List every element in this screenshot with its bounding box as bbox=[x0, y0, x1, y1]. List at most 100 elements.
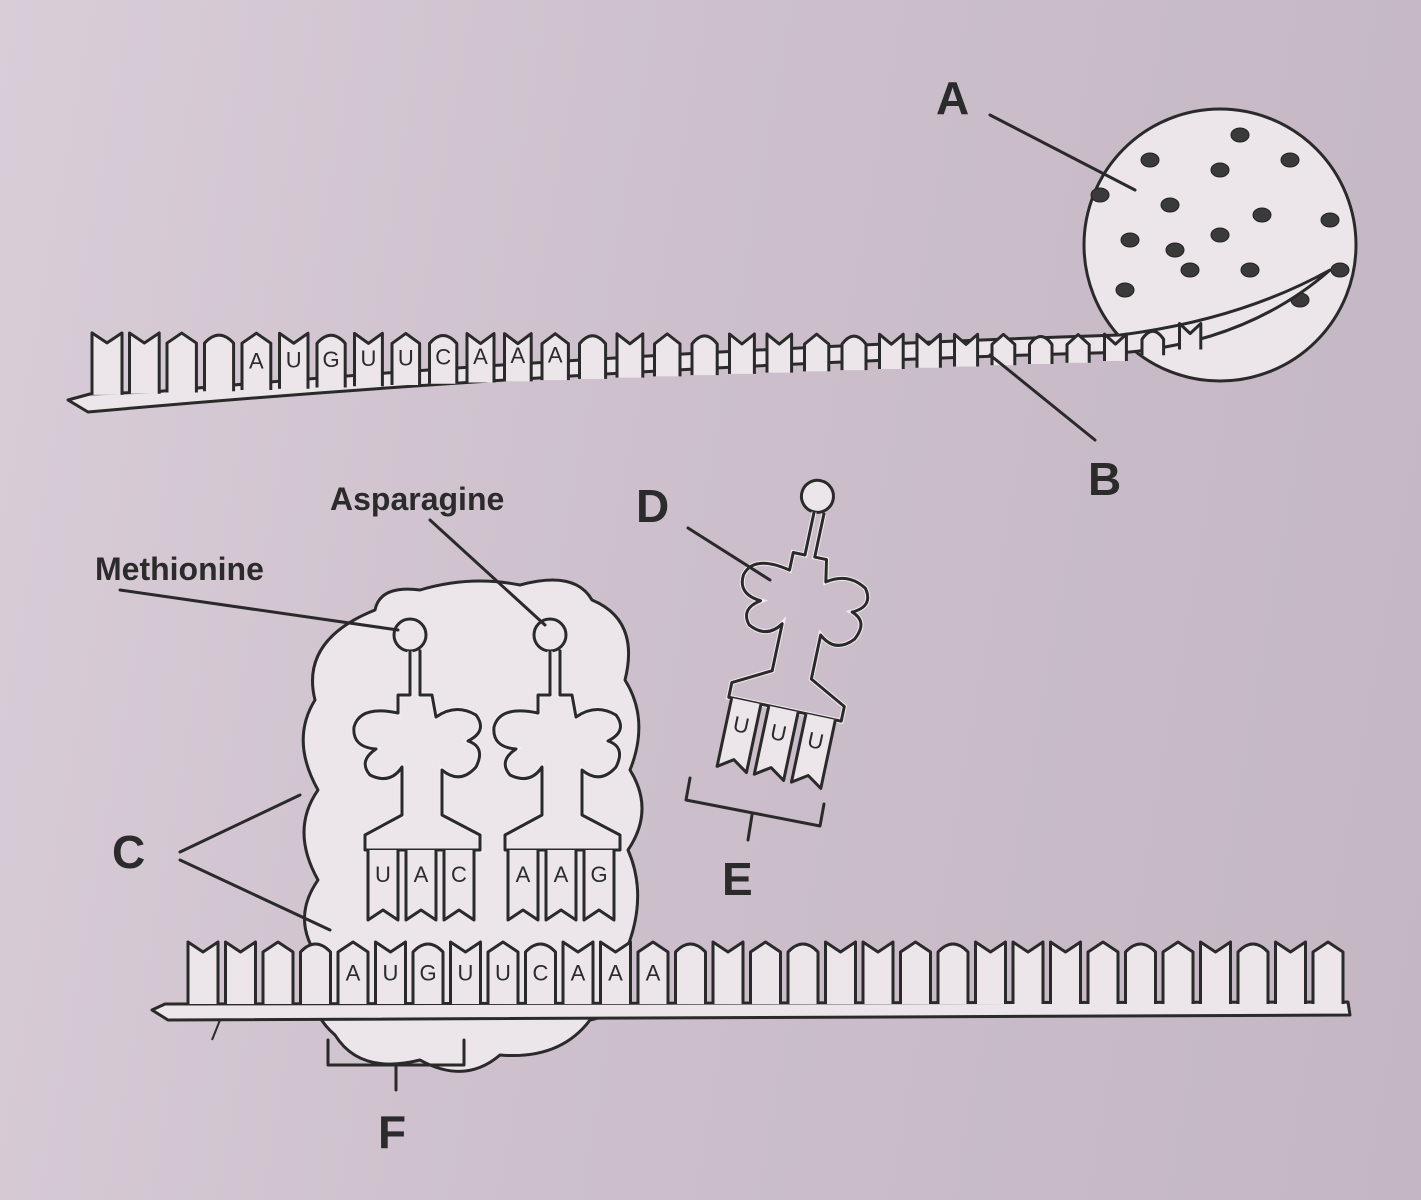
top-mrna-nucleotide bbox=[203, 333, 236, 392]
top-mrna-nucleotide bbox=[428, 334, 459, 384]
ribosome-spot bbox=[1252, 207, 1272, 223]
top-mrna-nucleotide bbox=[578, 334, 608, 379]
trna-left-anticodon-letter: C bbox=[451, 862, 467, 887]
bottom-mrna-nucleotide bbox=[1124, 942, 1157, 1004]
top-mrna-nucleotide bbox=[90, 331, 124, 395]
trna-left-anticodon-letter: U bbox=[375, 862, 391, 887]
top-mrna-nucleotide bbox=[653, 332, 682, 377]
bottom-mrna-nucleotide bbox=[1086, 940, 1120, 1004]
bottom-mrna-nucleotide bbox=[936, 942, 970, 1004]
top-mrna-base-letter: U bbox=[398, 345, 414, 370]
leader-c-lower bbox=[178, 858, 332, 932]
bottom-mrna-nucleotide bbox=[1274, 940, 1307, 1004]
top-mrna-nucleotide bbox=[1028, 335, 1054, 364]
top-mrna-nucleotide bbox=[878, 332, 905, 369]
ribosome-spot bbox=[1330, 262, 1350, 278]
bottom-mrna-nucleotide bbox=[486, 940, 520, 1004]
top-mrna-nucleotide bbox=[278, 331, 310, 389]
ribosome-spot bbox=[1210, 162, 1230, 178]
trna-free-anticodon-letter: U bbox=[731, 711, 752, 739]
trna-free-anticodon-letter: U bbox=[805, 727, 826, 755]
bottom-mrna-nucleotide bbox=[899, 940, 932, 1004]
trna-free-anticodon-tab bbox=[752, 705, 800, 782]
top-mrna-nucleotide bbox=[315, 333, 347, 388]
top-mrna-nucleotide bbox=[765, 332, 794, 373]
ribosome-a bbox=[1082, 107, 1358, 383]
trna-middle-anticodon-letter: A bbox=[554, 862, 569, 887]
trna-free-anticodon-letter: U bbox=[768, 719, 789, 747]
bottom-mrna-base-letter: G bbox=[419, 960, 436, 985]
top-mrna-nucleotide bbox=[953, 332, 980, 367]
top-mrna-base-letter: C bbox=[435, 345, 451, 370]
label-f: F bbox=[378, 1106, 406, 1158]
bottom-mrna-base-letter: U bbox=[458, 960, 474, 985]
top-mrna-nucleotide bbox=[1178, 322, 1203, 350]
ribosome-spot bbox=[1180, 262, 1200, 278]
bottom-mrna-base-letter: U bbox=[495, 960, 511, 985]
trna-middle-anticodon-letter: A bbox=[516, 862, 531, 887]
bottom-mrna-nucleotide bbox=[561, 940, 595, 1004]
mrna-tick-mark bbox=[211, 1019, 221, 1041]
bottom-mrna-nucleotide bbox=[1199, 940, 1232, 1004]
bottom-mrna-nucleotide bbox=[374, 940, 407, 1004]
bottom-mrna-nucleotide bbox=[749, 940, 782, 1004]
top-mrna-nucleotide bbox=[690, 334, 719, 376]
top-mrna-nucleotide bbox=[240, 331, 273, 390]
bottom-mrna-nucleotide bbox=[636, 940, 670, 1004]
top-mrna-base-letter: A bbox=[511, 343, 526, 368]
top-mrna-nucleotide bbox=[353, 331, 384, 387]
label-methionine: Methionine bbox=[95, 551, 264, 587]
trna-middle-anticodon-tab bbox=[582, 850, 616, 922]
top-mrna-base-letter: G bbox=[323, 347, 340, 372]
ribosome-spot bbox=[1140, 152, 1160, 168]
trna-left-anticodon-tab bbox=[404, 850, 438, 922]
bottom-mrna-nucleotide bbox=[261, 940, 295, 1004]
bottom-mrna-base-letter: A bbox=[346, 960, 361, 985]
bottom-mrna-nucleotide bbox=[711, 940, 745, 1004]
ribosome-spot bbox=[1120, 232, 1140, 248]
ribosome-spot bbox=[1210, 227, 1230, 243]
trna-free-anticodon-tab bbox=[789, 713, 837, 790]
bottom-mrna-nucleotide bbox=[1236, 942, 1270, 1004]
ribosome-spot bbox=[1240, 262, 1260, 278]
ribosome-spot bbox=[1165, 242, 1185, 258]
ribosome-spot bbox=[1090, 187, 1110, 203]
top-mrna-nucleotide bbox=[128, 331, 161, 394]
bottom-mrna-nucleotide bbox=[824, 940, 857, 1004]
leader-a bbox=[988, 113, 1137, 192]
top-mrna-nucleotide bbox=[840, 334, 868, 371]
bottom-mrna-nucleotide bbox=[861, 940, 895, 1004]
trna-middle-anticodon-letter: G bbox=[590, 862, 607, 887]
ribosome-spot bbox=[1320, 212, 1340, 228]
top-mrna-nucleotide bbox=[803, 332, 831, 372]
label-c: C bbox=[112, 826, 145, 878]
bracket-e-stem bbox=[746, 813, 754, 842]
top-mrna-nucleotide bbox=[1140, 329, 1166, 356]
top-mrna-nucleotide bbox=[1103, 332, 1128, 361]
top-mrna-nucleotide bbox=[465, 332, 496, 383]
trna-free-amino-acid bbox=[799, 478, 835, 514]
leader-asparagine bbox=[428, 518, 547, 627]
top-mrna-base-letter: A bbox=[548, 342, 563, 367]
top-mrna-base-letter: A bbox=[249, 348, 264, 373]
top-mrna-nucleotide bbox=[615, 332, 645, 378]
top-mrna-nucleotide bbox=[165, 331, 198, 393]
label-asparagine: Asparagine bbox=[330, 481, 504, 517]
bottom-mrna-nucleotide bbox=[524, 942, 557, 1004]
leader-b bbox=[988, 353, 1097, 442]
top-mrna-nucleotide bbox=[728, 332, 756, 374]
bottom-mrna-base-letter: C bbox=[533, 960, 549, 985]
trna-left-anticodon-letter: A bbox=[414, 862, 429, 887]
bottom-mrna-nucleotide bbox=[1011, 940, 1045, 1004]
trna-left-anticodon-tab bbox=[442, 850, 476, 922]
ribosome-spot bbox=[1160, 197, 1180, 213]
trna-left-anticodon-tab bbox=[366, 850, 400, 922]
bottom-mrna-nucleotide bbox=[674, 942, 707, 1004]
top-mrna-nucleotide bbox=[1065, 333, 1091, 363]
